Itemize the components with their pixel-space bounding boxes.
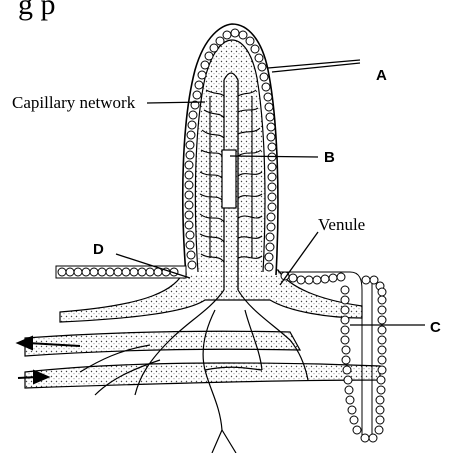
epithelium-row-left [56, 266, 186, 278]
label-venule: Venule [318, 215, 365, 234]
label-capillary-network: Capillary network [12, 93, 136, 112]
label-C: C [430, 319, 441, 336]
label-D: D [93, 241, 104, 258]
lymph-vessel-lower [25, 363, 380, 388]
label-B: B [324, 149, 335, 166]
label-A: A [376, 67, 387, 84]
lacteal-box [222, 150, 236, 208]
header-text: g p [18, 0, 56, 21]
